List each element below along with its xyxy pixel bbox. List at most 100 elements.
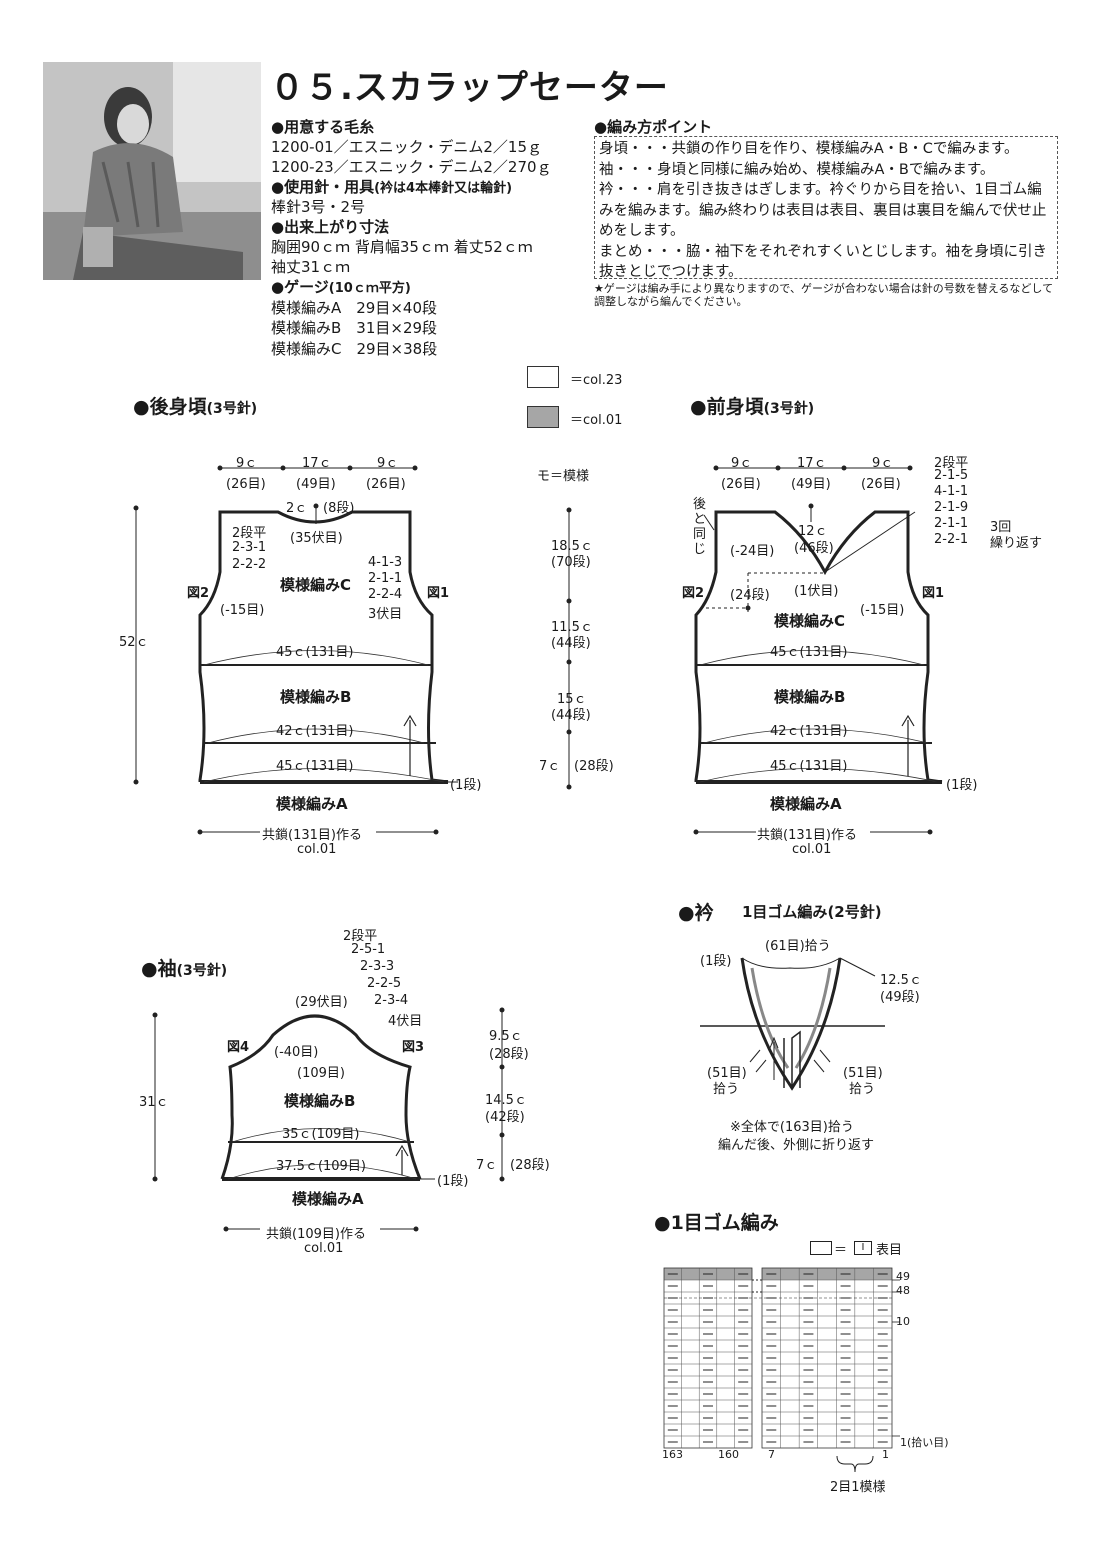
front-neck-dec: 2-1-5 xyxy=(934,468,969,483)
mid-h3: 15ｃ xyxy=(557,692,587,707)
collar-left-pick: 拾う xyxy=(713,1082,740,1097)
size-line: 胸囲90ｃｍ 背肩幅35ｃｍ 着丈52ｃｍ xyxy=(271,238,533,256)
front-neck-dec: 4-1-1 xyxy=(934,484,969,499)
sleeve-r2: (42段) xyxy=(485,1110,525,1125)
back-arm-st: (-15目) xyxy=(220,603,265,618)
front-neck-dec: 2-1-9 xyxy=(934,500,969,515)
front-center-bind: (1伏目) xyxy=(794,584,839,599)
back-pattern-c: 模様編みC xyxy=(280,576,352,594)
rib-repeat-brace xyxy=(836,1455,874,1473)
front-top-center-st: (49目) xyxy=(791,477,831,492)
rib-row-10: 10 xyxy=(896,1315,910,1328)
sleeve-heading: ●袖(3号針) xyxy=(141,958,228,980)
front-width-3: 45ｃ(131目) xyxy=(770,759,848,774)
sleeve-outline xyxy=(220,1014,422,1180)
front-pattern-c: 模様編みC xyxy=(774,612,846,630)
front-arm-st: (-15目) xyxy=(860,603,905,618)
knit-symbol-icon: I xyxy=(854,1241,872,1255)
sleeve-top-bind: (29伏目) xyxy=(295,995,348,1010)
collar-rows: (49段) xyxy=(880,990,920,1005)
materials-line: 1200-23／エスニック・デニム2／270ｇ xyxy=(271,158,552,176)
collar-right-pick: 拾う xyxy=(849,1082,876,1097)
front-row1: (1段) xyxy=(946,778,978,793)
sleeve-h1: 9.5ｃ xyxy=(489,1029,523,1044)
front-fig-left: 図2 xyxy=(682,586,705,601)
sleeve-fig-right: 図3 xyxy=(402,1040,425,1055)
collar-note1: ※全体で(163目)拾う xyxy=(730,1120,854,1135)
mid-r3: (44段) xyxy=(551,708,591,723)
sleeve-cap-dec: 2-2-5 xyxy=(367,976,402,991)
collar-row1: (1段) xyxy=(700,954,732,969)
back-width-1: 45ｃ(131目) xyxy=(276,645,354,660)
front-cast-on: 共鎖(131目)作る xyxy=(757,828,857,843)
back-cast-on: 共鎖(131目)作る xyxy=(262,828,362,843)
sleeve-h3: 7ｃ xyxy=(476,1158,498,1173)
points-line: 身頃・・・共鎖の作り目を作り、模様編みA・B・Cで編みます。 xyxy=(599,141,1019,157)
rib-row-1: 1(拾い目) xyxy=(900,1436,949,1449)
materials-line: 1200-01／エスニック・デニム2／15ｇ xyxy=(271,138,543,156)
gauge-line: 模様編みA 29目×40段 xyxy=(271,299,438,317)
sleeve-cap-base: (109目) xyxy=(297,1066,345,1081)
sleeve-needle: (3号針) xyxy=(176,963,228,979)
gauge-line: 模様編みB 31目×29段 xyxy=(271,319,438,337)
middle-dimension-line xyxy=(566,507,572,790)
points-line: まとめ・・・脇・袖下をそれぞれすくいとじします。袖を身頃に引き抜きとじでつけます… xyxy=(599,243,1048,281)
back-arm-dec: 3伏目 xyxy=(368,607,403,622)
rib-row-49: 49 xyxy=(896,1270,910,1283)
back-neck-depth: 2ｃ xyxy=(286,501,308,516)
back-neck-dec: 2-3-1 xyxy=(232,540,267,555)
front-width-2: 42ｃ(131目) xyxy=(770,724,848,739)
back-heading: ●後身頃(3号針) xyxy=(133,396,258,418)
back-row1: (1段) xyxy=(450,778,482,793)
materials-heading: ●用意する毛糸 xyxy=(271,118,375,136)
legend-col01: ＝col.01 xyxy=(570,413,623,428)
back-outline xyxy=(198,510,449,784)
back-fig-right: 図1 xyxy=(427,586,450,601)
rib-col-160: 160 xyxy=(718,1448,739,1461)
mid-h1: 18.5ｃ xyxy=(551,539,593,554)
back-cast-col: col.01 xyxy=(297,842,337,857)
sleeve-width-2: 37.5ｃ(109目) xyxy=(276,1159,366,1174)
collar-note2: 編んだ後、外側に折り返す xyxy=(718,1138,875,1153)
sleeve-height: 31ｃ xyxy=(139,1095,169,1110)
back-diagram xyxy=(133,465,458,835)
front-neck-depth: 12ｃ xyxy=(798,524,828,539)
front-neck-rows: (46段) xyxy=(794,541,834,556)
size-line: 袖丈31ｃｍ xyxy=(271,258,351,276)
sleeve-fig-left: 図4 xyxy=(227,1040,250,1055)
legend-col23: ＝col.23 xyxy=(570,373,623,388)
sleeve-r1: (28段) xyxy=(489,1047,529,1062)
back-pattern-b: 模様編みB xyxy=(280,688,352,706)
points-box: 身頃・・・共鎖の作り目を作り、模様編みA・B・Cで編みます。 袖・・・身頃と同様… xyxy=(594,136,1058,280)
rib-legend-label: 表目 xyxy=(876,1243,903,1258)
sleeve-pattern-a: 模様編みA xyxy=(292,1190,364,1208)
front-top-left: 9ｃ xyxy=(731,456,753,471)
sleeve-h2: 14.5ｃ xyxy=(485,1093,527,1108)
front-heading: ●前身頃(3号針) xyxy=(690,396,815,418)
back-arm-dec: 4-1-3 xyxy=(368,555,403,570)
front-needle: (3号針) xyxy=(763,401,815,417)
mid-r2: (44段) xyxy=(551,636,591,651)
back-needle: (3号針) xyxy=(206,401,258,417)
rib-legend-eq: ＝ xyxy=(834,1243,848,1258)
points-heading: ●編み方ポイント xyxy=(594,118,713,136)
front-neck-dec: 2-2-1 xyxy=(934,532,969,547)
sleeve-cast-on: 共鎖(109目)作る xyxy=(266,1227,366,1242)
mid-r4: (28段) xyxy=(574,759,614,774)
front-pattern-a: 模様編みA xyxy=(770,795,842,813)
rib-repeat: 2目1模様 xyxy=(830,1480,886,1495)
gauge-caution: ★ゲージは編み手により異なりますので、ゲージが合わない場合は針の号数を替えるなど… xyxy=(594,282,1054,308)
mid-h4: 7ｃ xyxy=(539,759,561,774)
front-neck-st: (-24目) xyxy=(730,544,775,559)
sleeve-cap-dec: 2-3-4 xyxy=(374,993,409,1008)
back-pattern-a: 模様編みA xyxy=(276,795,348,813)
legend-mo: モ＝模様 xyxy=(537,469,590,484)
sleeve-cast-col: col.01 xyxy=(304,1241,344,1256)
sleeve-cap-dec: 2-5-1 xyxy=(351,942,386,957)
gauge-note: (10ｃｍ平方) xyxy=(328,281,411,296)
front-pattern-b: 模様編みB xyxy=(774,688,846,706)
back-neck-bind: (35伏目) xyxy=(290,531,343,546)
back-arm-dec: 2-2-4 xyxy=(368,587,403,602)
collar-diagram xyxy=(700,957,885,1091)
rib-col-163: 163 xyxy=(662,1448,683,1461)
